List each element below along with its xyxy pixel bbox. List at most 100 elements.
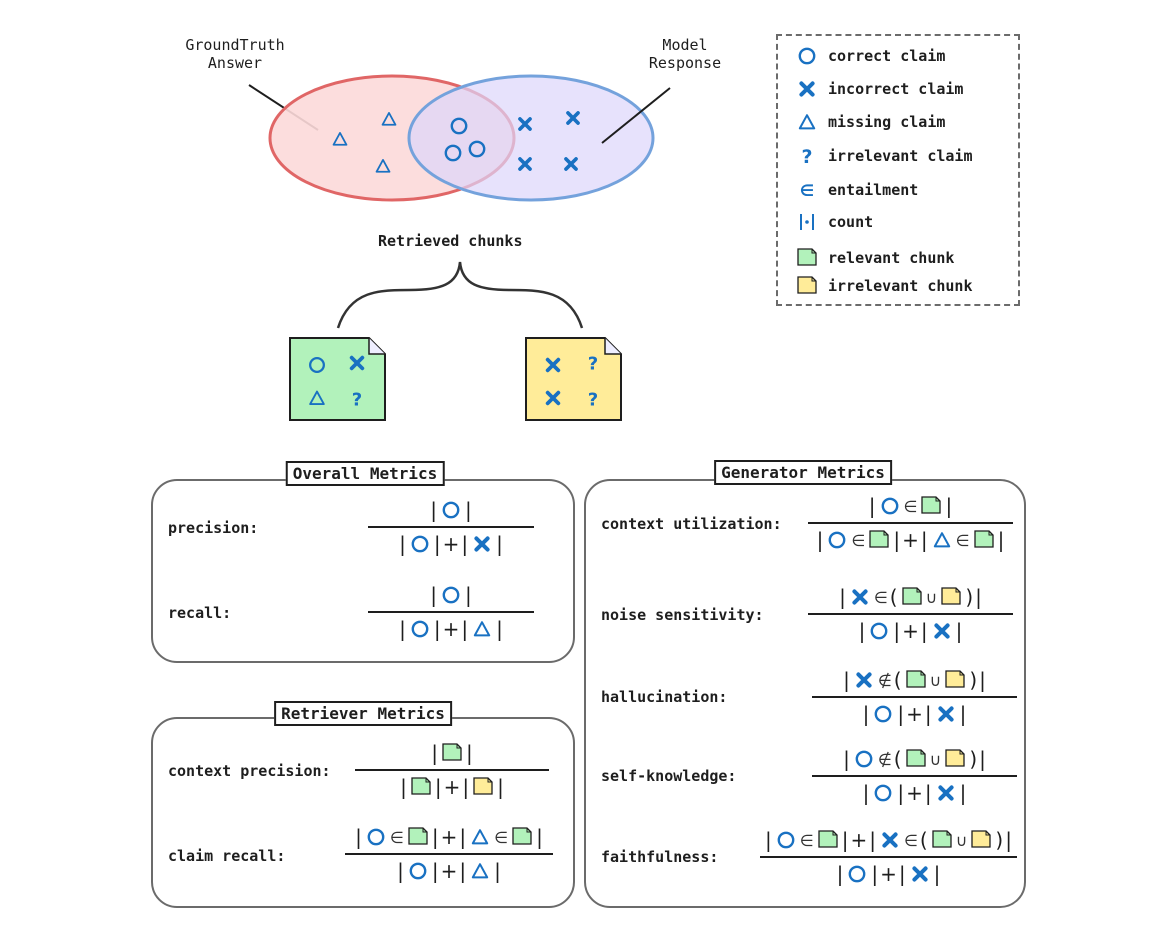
retrieved-chunks-label: Retrieved chunks: [378, 232, 523, 250]
legend-label: correct claim: [828, 47, 946, 65]
relevant-chunk-icon: [512, 827, 532, 847]
operator: ): [965, 585, 974, 609]
legend-item-correct-claim: correct claim: [794, 46, 945, 66]
numerator: |∈|+|∈(∪)|: [764, 824, 1013, 856]
numerator: | ∈ |: [868, 490, 953, 522]
numerator: ||: [429, 579, 473, 611]
operator: |: [434, 775, 442, 799]
incorrect-claim-icon: [545, 357, 561, 373]
model-response-ellipse: [407, 74, 655, 202]
operator: +: [902, 619, 919, 643]
relevant-chunk-icon: [921, 496, 942, 516]
operator: ∈: [494, 827, 509, 847]
metric-formula: ||||+||: [368, 494, 534, 560]
correct-claim-icon: [873, 704, 893, 724]
operator: |: [862, 702, 870, 726]
operator: ): [995, 828, 1004, 852]
numerator: |∉(∪)|: [842, 743, 987, 775]
operator: |: [924, 702, 932, 726]
operator: |: [997, 528, 1005, 552]
correct-claim-icon: [827, 530, 847, 550]
retriever-metrics-title: Retriever Metrics: [274, 701, 452, 726]
operator: (: [889, 585, 898, 609]
denominator: ||+||: [862, 777, 968, 809]
retrieved-brace: [336, 261, 584, 329]
operator: ∈: [955, 530, 970, 550]
operator: |: [462, 775, 470, 799]
operator: |: [431, 859, 439, 883]
metric-name: hallucination:: [601, 688, 728, 706]
fraction-bar: [355, 769, 549, 771]
relevant-chunk-icon: [905, 749, 926, 769]
irrelevant-chunk-icon: [941, 587, 961, 607]
operator: |: [431, 741, 438, 765]
operator: ∪: [929, 749, 942, 769]
operator: |: [959, 781, 967, 805]
fraction-bar: [812, 775, 1017, 777]
missing-claim-icon: [332, 131, 348, 146]
incorrect-claim-icon: [518, 157, 532, 171]
legend-label: irrelevant chunk: [828, 277, 973, 295]
missing-claim-icon: [309, 390, 325, 406]
legend-item-irrelevant-claim: ?irrelevant claim: [794, 146, 972, 168]
fraction-bar: [808, 613, 1013, 615]
operator: |: [841, 828, 849, 852]
operator: +: [443, 775, 461, 799]
operator: ): [969, 747, 978, 771]
count-icon: [794, 212, 820, 232]
fraction-bar: [345, 853, 553, 855]
correct-claim-icon: [450, 117, 468, 135]
incorrect-claim-icon: [850, 587, 870, 607]
missing-claim-icon: [470, 861, 490, 881]
operator: +: [440, 859, 458, 883]
metric-formula: |∈|+|∈(∪)|||+||: [760, 824, 1017, 890]
operator: |: [430, 583, 437, 607]
operator: ∈: [903, 496, 918, 516]
legend-item-irrelevant-chunk: irrelevant chunk: [794, 276, 973, 296]
legend-label: count: [828, 213, 874, 231]
irrelevant-claim-icon: ?: [352, 390, 362, 411]
generator-metrics-box: [584, 479, 1026, 908]
operator: |: [920, 528, 928, 552]
correct-claim-icon: [468, 140, 486, 158]
operator: ∈: [799, 830, 814, 850]
relevant-chunk-icon: [901, 587, 922, 607]
retriever-metrics-box: [151, 717, 575, 908]
operator: |: [433, 532, 441, 556]
metric-formula: ||||+||: [368, 579, 534, 645]
operator: |: [955, 619, 963, 643]
operator: |: [355, 825, 362, 849]
metric-name: precision:: [168, 519, 259, 537]
operator: |: [959, 702, 967, 726]
model-label-line2: Response: [648, 54, 722, 72]
denominator: |∈|+|∈|: [816, 524, 1006, 556]
operator: |: [979, 668, 986, 692]
relevant-chunk-icon: [869, 530, 890, 550]
operator: |: [497, 775, 504, 799]
svg-text:?: ?: [801, 146, 812, 168]
irrelevant-chunk-icon: [945, 670, 965, 690]
model-response-label: Model Response: [630, 36, 740, 72]
correct-claim-icon: [854, 749, 874, 769]
operator: |: [945, 494, 953, 518]
operator: |: [461, 617, 469, 641]
operator: |: [816, 528, 824, 552]
correct-claim-icon: [880, 496, 900, 516]
missing-claim-icon: [470, 827, 490, 847]
operator: |: [430, 498, 437, 522]
operator: |: [839, 585, 846, 609]
operator: (: [919, 828, 928, 852]
legend-item-entailment: ∈entailment: [794, 180, 918, 200]
operator: +: [906, 781, 923, 805]
operator: |: [868, 494, 876, 518]
denominator: ||+||: [858, 615, 964, 647]
operator: |: [496, 532, 503, 556]
operator: ∈: [903, 830, 918, 850]
relevant-chunk-icon: [442, 743, 462, 763]
operator: |: [765, 828, 772, 852]
entailment-icon: ∈: [794, 180, 820, 200]
operator: |: [461, 532, 469, 556]
operator: |: [893, 619, 901, 643]
operator: |: [920, 619, 928, 643]
operator: |: [897, 781, 905, 805]
